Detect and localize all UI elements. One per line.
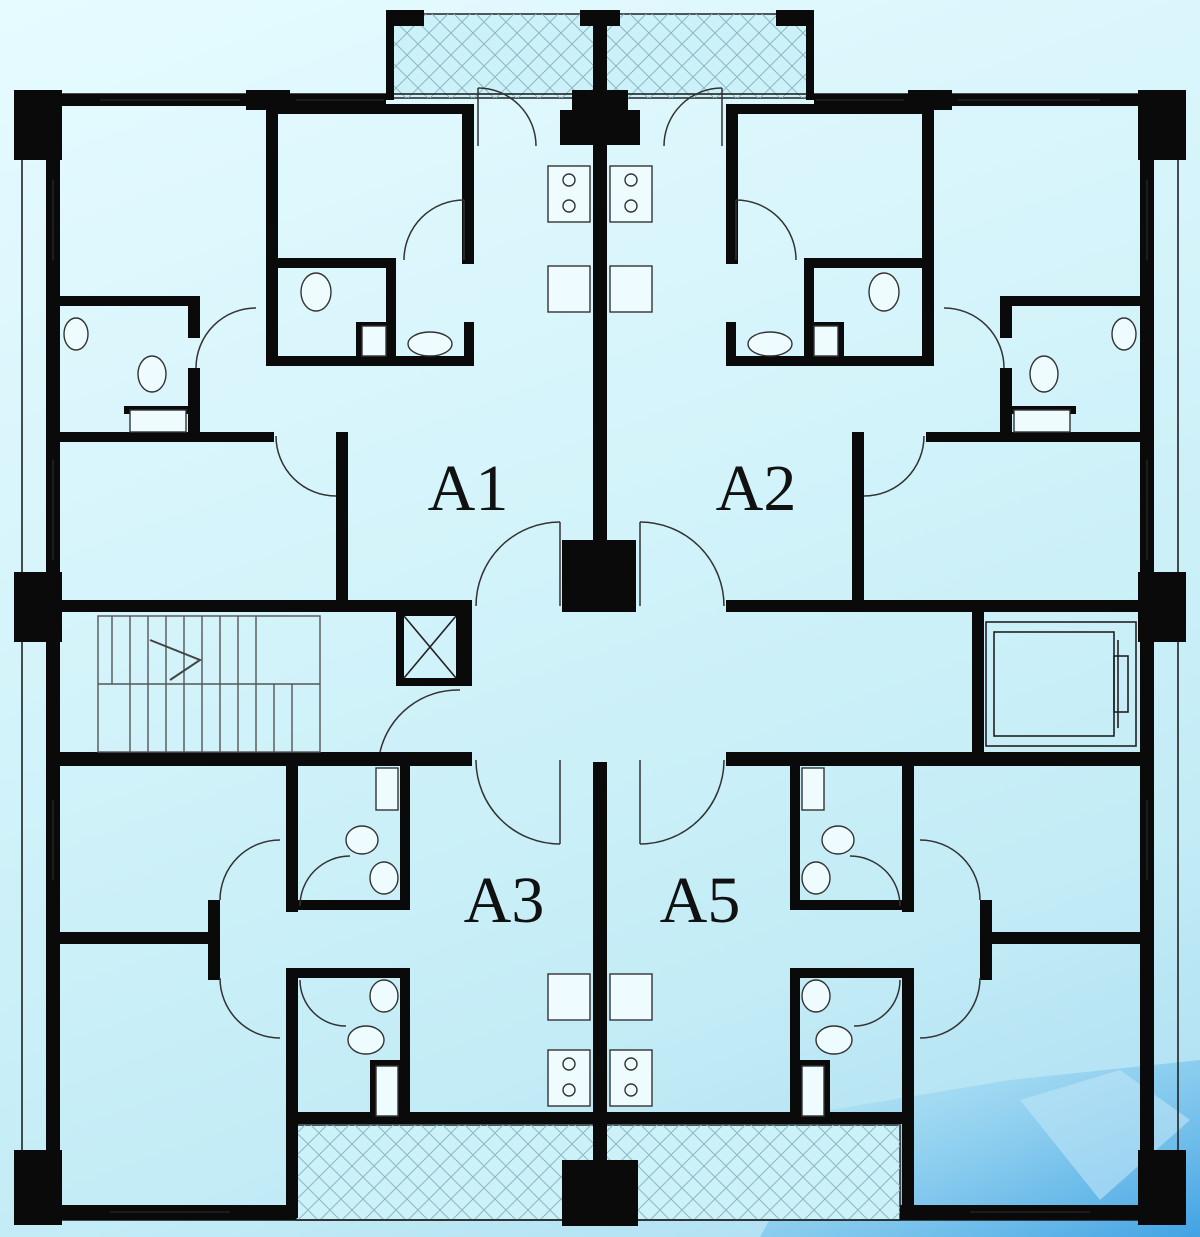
door-swing-icon (475, 759, 561, 845)
bathrooms (63, 272, 1137, 1117)
toilet-icon (300, 272, 332, 312)
sink-icon (407, 331, 453, 357)
toilet-icon (347, 1025, 385, 1055)
sink-icon (369, 861, 399, 895)
door-swing-icon (853, 979, 901, 1027)
sink-icon (747, 331, 793, 357)
windows (52, 99, 1148, 1213)
sink-icon (369, 979, 399, 1013)
door-swing-icon (943, 307, 1005, 369)
door-swing-icon (299, 979, 347, 1027)
shaft-box (403, 615, 457, 679)
sink-icon (801, 861, 831, 895)
sink-icon (1111, 317, 1137, 351)
unit-label-a2: A2 (716, 452, 797, 525)
unit-label-a5: A5 (660, 864, 741, 937)
toilet-icon (137, 355, 167, 393)
door-swing-icon (299, 855, 351, 907)
sink-icon (801, 979, 831, 1013)
door-swing-icon (863, 435, 925, 497)
toilet-icon (345, 825, 379, 855)
door-swing-icon (275, 435, 337, 497)
toilet-icon (868, 272, 900, 312)
toilet-icon (1029, 355, 1059, 393)
walls (14, 10, 1186, 1226)
door-swings (195, 87, 1005, 1039)
sink-icon (63, 317, 89, 351)
door-swing-icon (195, 307, 257, 369)
door-swing-icon (735, 199, 797, 261)
door-swing-icon (219, 977, 281, 1039)
stair-icon (97, 615, 321, 753)
door-swing-icon (919, 839, 981, 901)
door-swing-icon (639, 521, 725, 607)
door-swing-icon (663, 87, 723, 147)
elevator-icon (985, 621, 1137, 747)
door-swing-icon (639, 759, 725, 845)
kitchens (547, 165, 653, 1107)
door-swing-icon (919, 977, 981, 1039)
toilet-icon (821, 825, 855, 855)
door-swing-icon (403, 199, 465, 261)
door-swing-icon (219, 839, 281, 901)
door-swing-icon (849, 855, 901, 907)
door-swing-icon (475, 521, 561, 607)
unit-label-a3: A3 (464, 864, 545, 937)
door-swing-icon (477, 87, 537, 147)
toilet-icon (815, 1025, 853, 1055)
door-swing-icon (379, 689, 461, 753)
unit-label-a1: A1 (428, 452, 509, 525)
